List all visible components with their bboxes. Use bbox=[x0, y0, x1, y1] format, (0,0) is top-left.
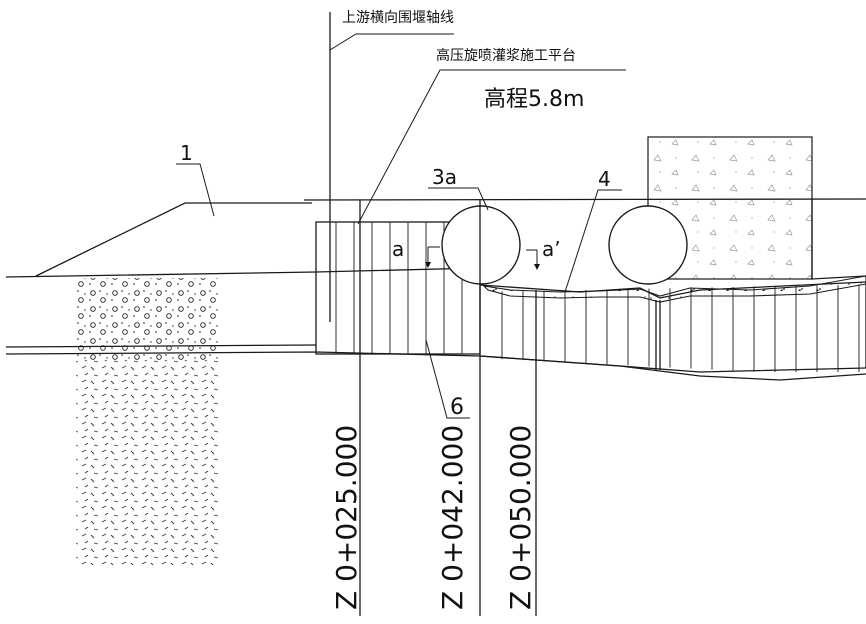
concrete-cap-strip bbox=[482, 275, 866, 303]
axis-line-leader bbox=[329, 33, 454, 51]
section-a-label: a bbox=[392, 237, 404, 261]
ground-line-middle bbox=[5, 344, 317, 348]
part-3a-leader bbox=[428, 187, 489, 211]
platform-leader bbox=[357, 69, 626, 225]
embankment-slope bbox=[35, 202, 312, 277]
foundation-columns bbox=[501, 284, 860, 372]
platform-label: 高压旋喷灌浆施工平台 bbox=[436, 47, 576, 64]
part-6-leader bbox=[425, 339, 470, 419]
part-1-label: 1 bbox=[180, 141, 193, 165]
part-4-leader bbox=[564, 189, 622, 293]
sand-layer-hatch bbox=[76, 360, 220, 565]
grout-curtain-columns bbox=[335, 222, 463, 354]
section-a-prime-label: a’ bbox=[542, 237, 561, 261]
pipe-circle-right bbox=[608, 205, 688, 285]
pipe-circle-left bbox=[441, 205, 521, 285]
gravel-layer-hatch bbox=[76, 278, 220, 360]
part-4-label: 4 bbox=[598, 167, 611, 191]
station-label-3: Z 0+050.000 bbox=[504, 425, 537, 610]
ground-line-upper bbox=[5, 267, 481, 278]
part-6-label: 6 bbox=[450, 395, 464, 420]
station-label-1: Z 0+025.000 bbox=[330, 425, 363, 610]
concrete-block-base bbox=[811, 200, 866, 280]
part-3a-label: 3a bbox=[432, 165, 457, 189]
foundation-bottom-line bbox=[479, 355, 866, 373]
axis-line-label: 上游横向围堰轴线 bbox=[342, 10, 454, 26]
elevation-label: 高程5.8m bbox=[484, 87, 584, 112]
station-label-2: Z 0+042.000 bbox=[436, 425, 469, 610]
part-1-leader bbox=[176, 163, 215, 217]
